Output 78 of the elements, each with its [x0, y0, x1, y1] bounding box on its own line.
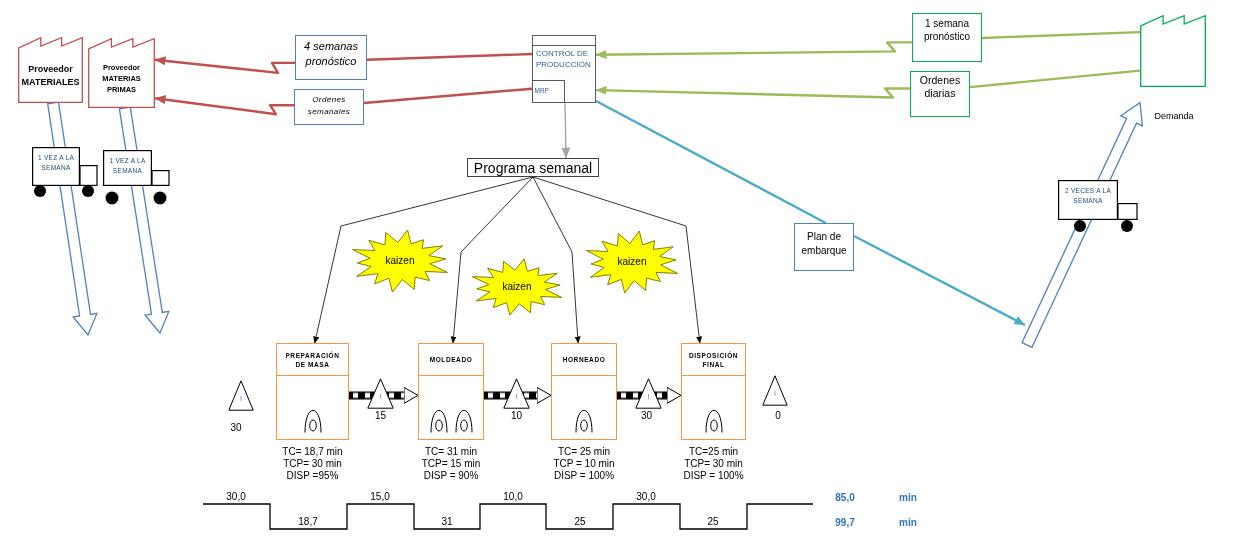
kaizen-label: kaizen [385, 255, 415, 267]
process-data-text: TCP= 30 min [684, 458, 743, 470]
info-label: 4 semanas pronóstico [303, 39, 359, 69]
process-data-text: TC= 18,7 min [282, 446, 343, 458]
inventory-triangle [228, 380, 254, 411]
info-box [294, 89, 364, 125]
process-data-text: TCP= 30 min [283, 458, 342, 470]
demand-label: Demanda [1154, 110, 1194, 122]
info-box [794, 223, 854, 271]
factory-shape [18, 37, 83, 103]
truck-shape [1058, 180, 1138, 233]
push-arrow [349, 386, 419, 404]
process-box [276, 343, 349, 440]
total-value: 85,0 [835, 492, 855, 504]
connector-line [363, 87, 533, 105]
truck-shape [103, 150, 170, 205]
process-data-text: DISP = 90% [423, 470, 479, 482]
arrow [154, 95, 294, 116]
time-value: 30,0 [226, 491, 246, 503]
time-value: 25 [707, 516, 719, 528]
inventory-triangle [503, 378, 530, 409]
arrow [853, 234, 1026, 327]
connector-line [969, 69, 1141, 89]
time-value: 30,0 [636, 491, 656, 503]
schedule-box [467, 158, 599, 177]
kaizen-label: kaizen [617, 256, 647, 268]
inventory-count: 0 [775, 410, 781, 422]
total-value: min [899, 517, 917, 529]
info-label: 1 semana pronóstico [922, 17, 972, 43]
inventory-count: 30 [230, 422, 242, 434]
connector-line [595, 99, 827, 225]
process-box [681, 343, 746, 440]
factory-label: Proveedor MATERIALES [21, 62, 80, 89]
total-value: 99,7 [835, 517, 855, 529]
arrow [154, 56, 295, 75]
kaizen-label: kaizen [502, 281, 532, 293]
info-label: Plan de embarque [800, 230, 848, 258]
time-value: 18,7 [298, 516, 318, 528]
inventory-count: 30 [640, 410, 653, 422]
time-value: 10,0 [503, 491, 523, 503]
info-label: Ordenes diarias [918, 74, 962, 100]
process-box [551, 343, 617, 440]
info-box [912, 13, 982, 62]
info-box [295, 35, 367, 80]
process-data-text: TCP= 15 min [421, 458, 481, 470]
time-value: 31 [441, 516, 453, 528]
process-data-text: TCP = 10 min [553, 458, 615, 470]
time-value: 15,0 [370, 491, 390, 503]
process-data-text: TC=25 min [688, 446, 739, 458]
mrp-box [531, 79, 565, 103]
process-data-text: DISP = 100% [683, 470, 744, 482]
arrow [561, 102, 571, 159]
process-box [418, 343, 484, 440]
process-data-text: DISP = 100% [553, 470, 615, 482]
control-box [532, 35, 596, 103]
inventory-triangle [367, 378, 394, 409]
process-data-text: DISP =95% [286, 470, 339, 482]
total-value: min [899, 492, 917, 504]
info-box [910, 71, 970, 117]
inventory-triangle [635, 378, 662, 409]
arrow [595, 41, 912, 60]
push-arrow [617, 386, 682, 404]
time-value: 25 [574, 516, 586, 528]
inventory-count: 10 [510, 410, 523, 422]
push-arrow [484, 386, 552, 404]
connector-line [366, 52, 533, 61]
factory-shape [1140, 15, 1208, 122]
process-data-text: TC= 25 min [558, 446, 610, 458]
info-label: Ordenes semanales [307, 94, 351, 118]
schedule-label: Programa semanal [473, 159, 593, 176]
truck-shape [32, 147, 98, 198]
inventory-count: 15 [374, 410, 387, 422]
control-label: CONTROL DE PRODUCCIÓN [536, 48, 592, 70]
connector-line [981, 30, 1141, 40]
arrow [595, 85, 910, 99]
inventory-triangle [762, 375, 788, 406]
factory-shape [88, 38, 155, 108]
process-data-text: TC= 31 min [425, 446, 477, 458]
